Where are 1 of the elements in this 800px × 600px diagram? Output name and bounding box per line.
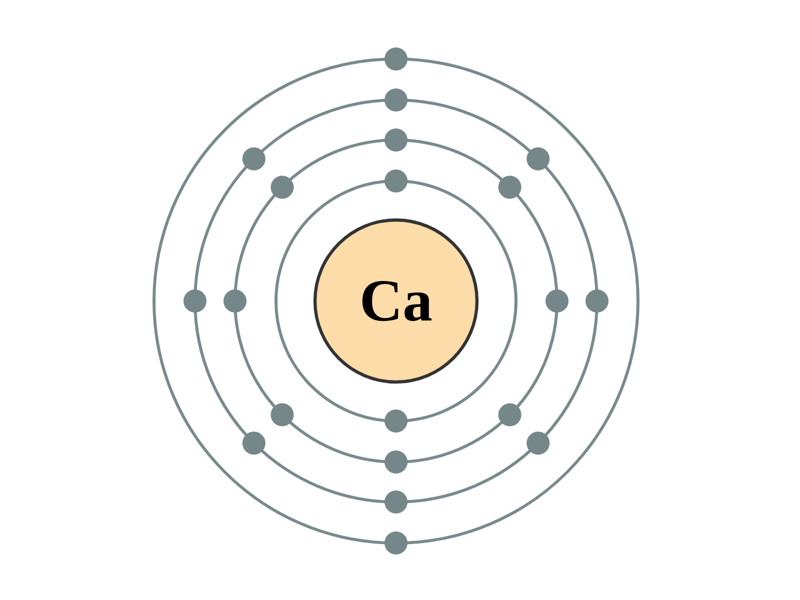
nucleus: Ca <box>313 218 479 384</box>
